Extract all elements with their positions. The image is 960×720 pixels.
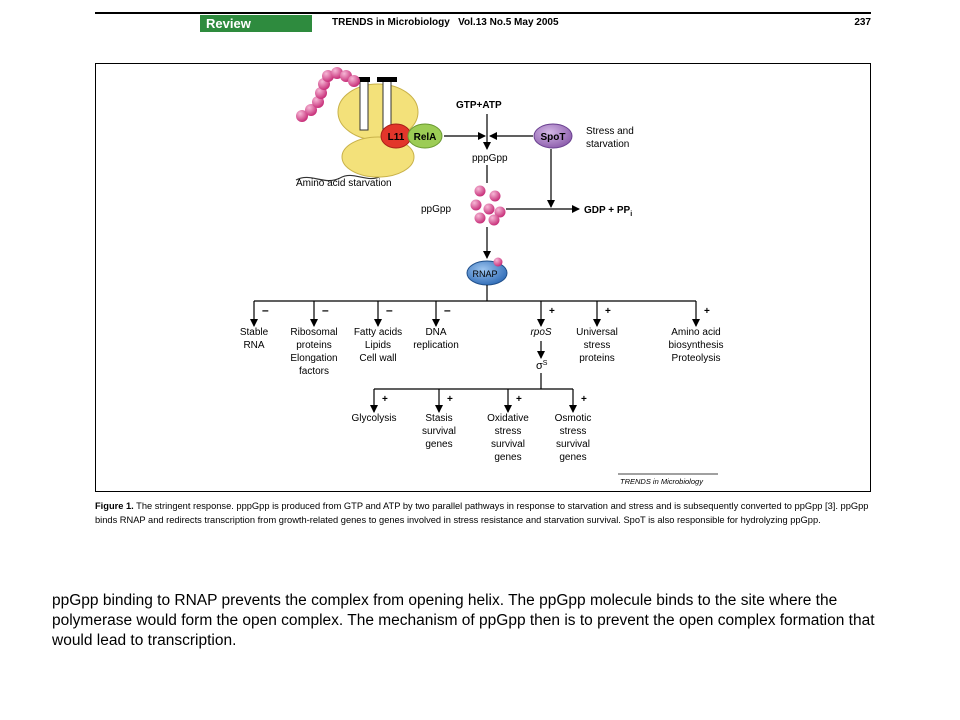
figure-diagram: L11 RelA Amino acid starvation GTP+ATP S… [95, 63, 871, 492]
l11-protein: L11 [380, 123, 412, 149]
target-label: Proteolysis [672, 353, 721, 364]
ppgpp-chain [296, 67, 360, 122]
target-label: replication [413, 340, 459, 351]
target-label: Osmotic [555, 413, 592, 424]
regulation-sign: + [704, 306, 710, 317]
svg-text:SpoT: SpoT [541, 132, 566, 143]
gtp-atp-label: GTP+ATP [456, 100, 502, 111]
sigma-s-label: σS [536, 360, 548, 372]
target-label: survival [422, 426, 456, 437]
target-label: proteins [296, 340, 332, 351]
target-label: Stasis [425, 413, 452, 424]
rnap: RNAP [466, 257, 508, 286]
caption-label: Figure 1. [95, 501, 134, 511]
target-label: Oxidative [487, 413, 529, 424]
target-label: proteins [579, 353, 615, 364]
target-label: Amino acid [671, 327, 720, 338]
svg-text:RNAP: RNAP [472, 269, 497, 279]
target-label: stress [495, 426, 522, 437]
target-label: Glycolysis [351, 413, 396, 424]
regulation-sign: + [581, 394, 587, 405]
header-rule [95, 12, 871, 14]
gdp-pp-label: GDP + PPi [584, 205, 632, 218]
caption-text: The stringent response. pppGpp is produc… [95, 501, 869, 525]
first-tier: –StableRNA–RibosomalproteinsElongationfa… [240, 300, 724, 389]
amino-starvation-label: Amino acid starvation [296, 178, 392, 189]
second-tier: + Glycolysis + Stasis survival genes + Oxidativ… [351, 388, 592, 463]
rela-protein: RelA [407, 123, 443, 149]
target-label: stress [560, 426, 587, 437]
pppgpp-label: pppGpp [472, 153, 508, 164]
target-label: genes [425, 439, 452, 450]
regulation-sign: – [386, 303, 393, 317]
target-label: Cell wall [359, 353, 396, 364]
target-label: DNA [425, 327, 446, 338]
target-label: Stable [240, 327, 269, 338]
section-badge: Review [200, 15, 312, 32]
stress-line2: starvation [586, 139, 629, 150]
figure-caption: Figure 1. The stringent response. pppGpp… [95, 499, 873, 527]
svg-text:RelA: RelA [414, 132, 437, 143]
target-label: Ribosomal [290, 327, 337, 338]
target-label: survival [491, 439, 525, 450]
regulation-sign: + [447, 394, 453, 405]
target-label: Elongation [290, 353, 337, 364]
regulation-sign: + [605, 306, 611, 317]
target-label: factors [299, 366, 329, 377]
regulation-sign: + [516, 394, 522, 405]
regulation-sign: – [322, 303, 329, 317]
target-label: genes [559, 452, 586, 463]
target-label: rpoS [530, 327, 551, 338]
regulation-sign: – [262, 303, 269, 317]
svg-text:L11: L11 [388, 132, 405, 143]
ppgpp-label: ppGpp [421, 204, 451, 215]
regulation-sign: + [549, 306, 555, 317]
target-label: genes [494, 452, 521, 463]
target-label: RNA [243, 340, 264, 351]
target-label: Universal [576, 327, 618, 338]
target-label: biosynthesis [668, 340, 723, 351]
slide-body-text: ppGpp binding to RNAP prevents the compl… [52, 592, 875, 649]
figure-credit: TRENDS in Microbiology [620, 477, 704, 486]
target-label: Fatty acids [354, 327, 402, 338]
spot-protein: SpoT [533, 123, 573, 149]
regulation-sign: – [444, 303, 451, 317]
journal-header: Review TRENDS in Microbiology Vol.13 No.… [95, 12, 871, 34]
stress-line1: Stress and [586, 126, 634, 137]
page-number: 237 [854, 17, 871, 28]
regulation-sign: + [382, 394, 388, 405]
target-label: survival [556, 439, 590, 450]
ppgpp-molecules [470, 185, 506, 226]
journal-citation: TRENDS in Microbiology Vol.13 No.5 May 2… [332, 17, 559, 28]
target-label: stress [584, 340, 611, 351]
target-label: Lipids [365, 340, 391, 351]
